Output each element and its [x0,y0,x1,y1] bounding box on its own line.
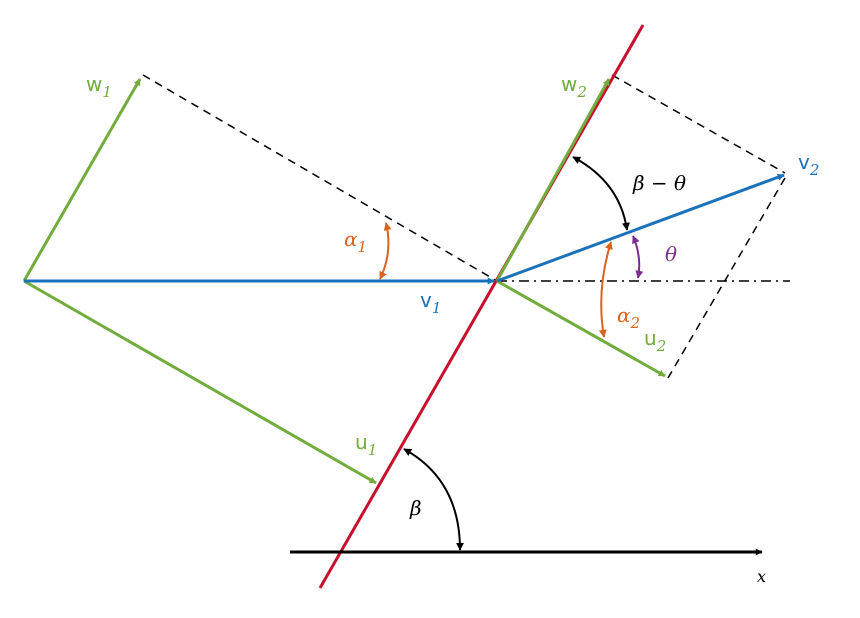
vector-u1 [23,279,377,485]
vector-w1 [22,78,142,282]
label-w1: w1 [86,72,112,101]
label-beta: β [409,496,422,520]
label-x-axis: x [757,567,766,586]
arc-beta [403,448,464,551]
label-beta-minus-theta: β − θ [632,171,686,195]
label-v1: v1 [420,288,441,317]
label-v2: v2 [798,150,819,179]
label-theta: θ [665,242,677,266]
arc-theta [632,235,644,279]
label-alpha1: α1 [344,227,367,256]
arc-beta-minus-theta [572,156,630,231]
vector-v2 [496,173,785,283]
vector-w2 [495,78,611,282]
arc-alpha1 [379,222,392,280]
vector-u2 [496,279,666,378]
label-w2: w2 [561,72,587,101]
dashed-line-w1-to-v1 [142,74,498,282]
dashed-line-w2-to-v2 [611,74,786,174]
label-u2: u2 [644,326,666,355]
interface-line [318,24,645,589]
dashed-line-v2-to-u2 [667,177,786,379]
label-u1: u1 [355,430,377,459]
label-alpha2: α2 [617,303,640,332]
arc-alpha2 [598,241,613,338]
